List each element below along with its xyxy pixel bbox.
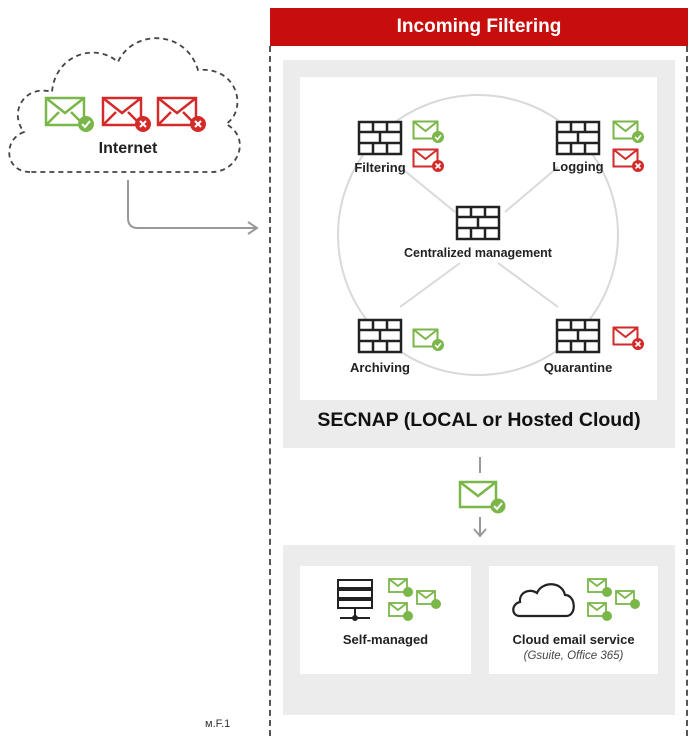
secnap-title: SECNAP (LOCAL or Hosted Cloud) — [317, 409, 641, 431]
cloud-icon — [512, 583, 575, 618]
envelope-ok-icon — [615, 590, 640, 609]
firewall-icon — [455, 205, 501, 241]
envelope-ok-icon — [388, 578, 413, 597]
node-label-central: Centralized management — [404, 246, 552, 260]
cloud-email-sublabel: (Gsuite, Office 365) — [523, 650, 624, 662]
envelope-ok-icon — [412, 120, 444, 143]
stray-caption: ᴍ.F.1 — [205, 718, 231, 730]
server-icon — [337, 579, 373, 621]
envelope-reject-icon — [612, 326, 644, 350]
envelope-ok-icon — [44, 96, 94, 132]
node-label-archiving: Archiving — [350, 360, 410, 375]
network-lines — [337, 94, 619, 376]
envelope-ok-icon — [612, 120, 644, 143]
incoming-filtering-header: Incoming Filtering — [270, 8, 688, 46]
firewall-icon — [555, 120, 601, 156]
envelope-ok-icon — [458, 480, 506, 514]
envelope-ok-icon — [412, 328, 444, 351]
envelope-ok-icon — [388, 602, 413, 621]
self-managed-label: Self-managed — [342, 632, 429, 647]
envelope-reject-icon — [412, 148, 444, 172]
firewall-icon — [357, 318, 403, 354]
node-label-logging: Logging — [552, 159, 604, 174]
down-connector — [473, 457, 487, 538]
envelope-reject-icon — [612, 148, 644, 172]
firewall-icon — [555, 318, 601, 354]
filtering-region-border — [269, 46, 688, 736]
node-label-quarantine: Quarantine — [543, 360, 613, 375]
envelope-reject-icon — [156, 96, 206, 132]
internet-label: Internet — [98, 140, 158, 157]
envelope-ok-icon — [587, 602, 612, 621]
firewall-icon — [357, 120, 403, 156]
cloud-email-label: Cloud email service — [512, 632, 635, 647]
self-managed-card — [300, 566, 471, 674]
cloud-email-card — [489, 566, 658, 674]
envelope-reject-icon — [101, 96, 151, 132]
envelope-ok-icon — [416, 590, 441, 609]
node-label-filtering: Filtering — [354, 160, 406, 175]
envelope-ok-icon — [587, 578, 612, 597]
connector-arrow — [127, 180, 259, 235]
